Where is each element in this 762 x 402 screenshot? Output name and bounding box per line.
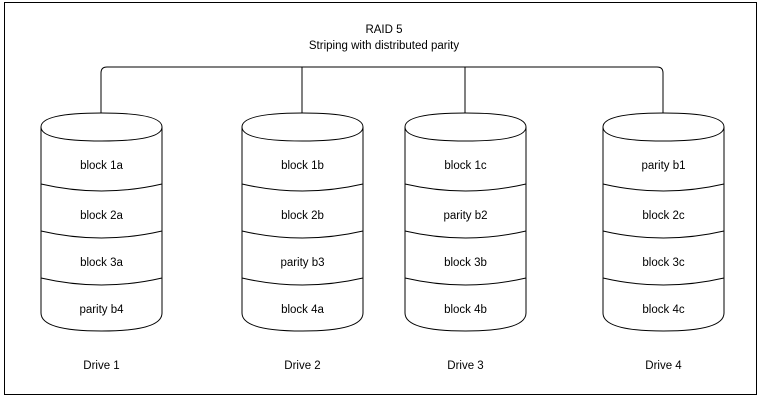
drive-3-block-1: block 1c (444, 160, 486, 172)
drive-2-lid-arc (241, 126, 364, 142)
drive-2-block-2: block 2b (281, 210, 324, 222)
drive-1-cylinder (40, 112, 163, 332)
drive-1-block-3: block 3a (80, 257, 123, 269)
drive-3-cylinder (404, 112, 527, 332)
drive-3-separator-3 (404, 277, 527, 286)
drive-1-block-1: block 1a (80, 160, 123, 172)
drive-4-separator-1 (602, 183, 725, 192)
drive-2-cylinder-body (241, 112, 364, 332)
drive-3-lid-arc (404, 126, 527, 142)
drive-4-block-4: block 4c (642, 304, 684, 316)
drive-1-label: Drive 1 (83, 360, 119, 372)
drive-1-separator-2 (40, 230, 163, 239)
drive-2-block-1: block 1b (281, 160, 324, 172)
drive-1-lid-arc (40, 126, 163, 142)
drive-4-lid-arc (602, 126, 725, 142)
drive-3-block-2: parity b2 (443, 210, 487, 222)
drive-2[interactable]: block 1b block 2b parity b3 block 4a Dri… (241, 112, 364, 372)
drive-4-separator-3 (602, 277, 725, 286)
drive-3-separator-1 (404, 183, 527, 192)
drive-3-separator-2 (404, 230, 527, 239)
diagram-title-line2: Striping with distributed parity (309, 40, 459, 52)
drive-2-separator-1 (241, 183, 364, 192)
drive-4[interactable]: parity b1 block 2c block 3c block 4c Dri… (602, 112, 725, 372)
diagram-title-line1: RAID 5 (365, 24, 402, 36)
drive-4-cylinder (602, 112, 725, 332)
drive-1-cylinder-body (40, 112, 163, 332)
drive-1-block-4: parity b4 (79, 304, 124, 316)
bus-rail-path (100, 66, 664, 121)
drive-1-separator-1 (40, 183, 163, 192)
drive-4-block-3: block 3c (642, 257, 684, 269)
raid-controller-bus (100, 66, 664, 121)
drive-1[interactable]: block 1a block 2a block 3a parity b4 Dri… (40, 112, 163, 372)
drive-2-cylinder (241, 112, 364, 332)
drive-3-label: Drive 3 (447, 360, 483, 372)
drive-3-block-4: block 4b (444, 304, 487, 316)
drive-4-block-2: block 2c (642, 210, 684, 222)
drive-2-block-4: block 4a (281, 304, 324, 316)
drive-3-cylinder-body (404, 112, 527, 332)
drive-1-block-2: block 2a (80, 210, 123, 222)
drive-4-cylinder-body (602, 112, 725, 332)
drive-3-block-3: block 3b (444, 257, 487, 269)
drive-2-separator-3 (241, 277, 364, 286)
drive-4-separator-2 (602, 230, 725, 239)
drive-2-separator-2 (241, 230, 364, 239)
drive-4-label: Drive 4 (645, 360, 682, 372)
drive-2-label: Drive 2 (284, 360, 320, 372)
drive-4-block-1: parity b1 (641, 160, 685, 172)
drive-1-separator-3 (40, 277, 163, 286)
drive-2-block-3: parity b3 (280, 257, 324, 269)
drive-3[interactable]: block 1c parity b2 block 3b block 4b Dri… (404, 112, 527, 372)
